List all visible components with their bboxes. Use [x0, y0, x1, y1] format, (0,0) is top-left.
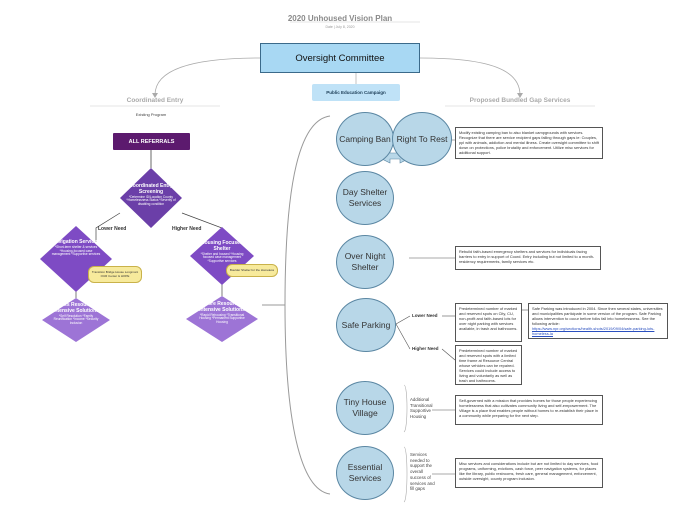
tiny-house-description: Self-governed with a mission that provid… [455, 395, 603, 425]
safe-parking-lower-description: Predetermined number of marked and reser… [455, 303, 522, 342]
page-title: 2020 Unhoused Vision Plan [287, 14, 393, 23]
oversight-committee-box[interactable]: Oversight Committee [260, 43, 420, 73]
sp-higher-need-label: Higher Need [412, 346, 439, 351]
proposed-services-heading: Proposed Bundled Gap Services [469, 97, 571, 104]
navigation-title: Navigation Services [52, 239, 100, 245]
safe-parking-article-link[interactable]: https://www.npr.org/sections/health-shot… [532, 326, 655, 337]
more-resource-title: More Resource Intensive Solutions [199, 301, 245, 313]
less-resource-bullets: *Self Resolution *Family Reunification *… [53, 313, 99, 326]
safe-parking-higher-description: Predetermined number of marked and reser… [455, 345, 522, 385]
page-date: Date | July 8, 2020 [325, 25, 355, 29]
screening-text[interactable]: Coordinated Entry Screening *Determine I… [124, 183, 178, 207]
screening-diamond [120, 168, 182, 228]
tiny-house-circle[interactable]: Tiny House Village [336, 381, 394, 435]
existing-program-label: Existing Program [135, 112, 167, 117]
housing-shelter-bullets: *Shelter and housed *Housing focused cas… [200, 251, 244, 264]
safe-parking-circle[interactable]: Safe Parking [336, 298, 396, 352]
more-resource-diamond [186, 296, 258, 342]
curve-right [419, 57, 521, 96]
housing-shelter-text[interactable]: Housing Focused Shelter *Shelter and hou… [198, 240, 246, 264]
lower-need-label: Lower Need [98, 226, 127, 232]
essential-label: Services needed to support the overall s… [410, 452, 435, 492]
camping-ban-circle[interactable]: Camping Ban [336, 112, 394, 166]
coordinated-entry-heading: Coordinated Entry [126, 97, 184, 104]
more-resource-text[interactable]: More Resource Intensive Solutions *Rapid… [194, 301, 250, 325]
right-to-rest-circle[interactable]: Right To Rest [392, 112, 452, 166]
less-resource-text[interactable]: Less Resource Intensive Solutions *Self … [50, 302, 102, 326]
screening-title: Coordinated Entry Screening [129, 183, 173, 195]
higher-need-label: Higher Need [172, 226, 202, 232]
tiny-house-label: Additional Transitional Supportive Housi… [410, 397, 433, 420]
pill-bridge-house: Transition Bridge House Longmont OUR Cen… [88, 266, 142, 283]
curve-left [154, 57, 261, 96]
day-shelter-circle[interactable]: Day Shelter Services [336, 171, 394, 225]
safe-parking-note-text: Safe Parking was introduced in 2004. Sin… [532, 306, 663, 327]
camping-ban-description: Modify existing camping ban to also blan… [455, 127, 603, 159]
essential-description: Misc services and considerations include… [455, 458, 603, 488]
essential-services-circle[interactable]: Essential Services [336, 446, 394, 500]
pill-boulder-shelter: Boulder Shelter for the Homeless [226, 264, 278, 277]
safe-parking-note: Safe Parking was introduced in 2004. Sin… [528, 303, 668, 339]
more-resource-bullets: *Rapid Rehousing *Transitional Housing *… [199, 312, 245, 325]
public-education-campaign-box[interactable]: Public Education Campaign [312, 84, 400, 101]
housing-shelter-title: Housing Focused Shelter [201, 240, 243, 252]
navigation-text[interactable]: Navigation Services *Short-term shelter … [50, 239, 102, 257]
sp-lower-need-label: Lower Need [412, 313, 438, 318]
overnight-shelter-circle[interactable]: Over Night Shelter [336, 235, 394, 289]
navigation-bullets: *Short-term shelter & services *Housing-… [51, 244, 101, 257]
less-resource-title: Less Resource Intensive Solutions [53, 302, 99, 314]
all-referrals-box[interactable]: ALL REFERRALS [113, 133, 190, 150]
screening-bullets: *Determine ID/Location County *Homelessn… [126, 194, 176, 207]
overnight-description: Rebuild faith-based emergency shelters a… [455, 246, 601, 270]
less-resource-diamond [42, 298, 110, 342]
